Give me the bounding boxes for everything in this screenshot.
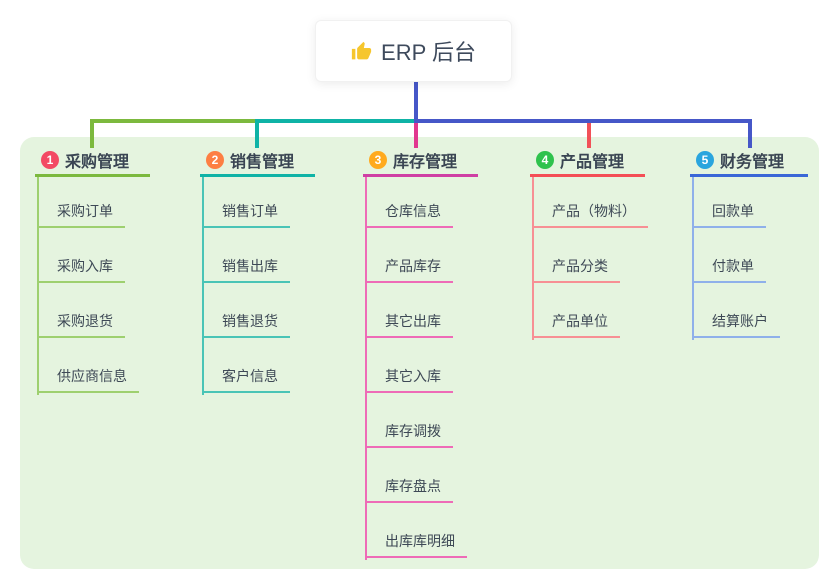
root-title: ERP 后台	[381, 40, 476, 65]
child-node[interactable]: 其它入库	[365, 365, 453, 393]
branch-header-2[interactable]: 2 销售管理	[200, 146, 315, 177]
child-node[interactable]: 付款单	[692, 255, 766, 283]
child-node-label: 出库库明细	[385, 533, 455, 549]
child-node-label: 采购订单	[57, 203, 113, 219]
child-node-label: 采购退货	[57, 313, 113, 329]
branch-badge-4: 4	[536, 151, 554, 169]
branch-label: 财务管理	[720, 154, 785, 171]
child-node[interactable]: 产品（物料）	[532, 200, 648, 228]
branch-trunk-line	[37, 177, 39, 395]
child-node[interactable]: 采购入库	[37, 255, 125, 283]
branches-panel	[20, 137, 819, 569]
child-node[interactable]: 产品分类	[532, 255, 620, 283]
branch-header-1[interactable]: 1 采购管理	[35, 146, 150, 177]
child-node[interactable]: 采购订单	[37, 200, 125, 228]
thumbs-up-icon	[351, 41, 372, 62]
bus-line-green	[90, 119, 259, 123]
branch-header-4[interactable]: 4 产品管理	[530, 146, 645, 177]
child-node-label: 供应商信息	[57, 368, 127, 384]
child-node-label: 销售退货	[222, 313, 278, 329]
child-node[interactable]: 其它出库	[365, 310, 453, 338]
branch-badge-5: 5	[696, 151, 714, 169]
child-node-label: 库存调拨	[385, 423, 441, 439]
branch-drop-line-5	[748, 119, 752, 148]
child-node-label: 库存盘点	[385, 478, 441, 494]
child-node-label: 采购入库	[57, 258, 113, 274]
child-node-label: 产品（物料）	[552, 203, 636, 219]
branch-header-3[interactable]: 3 库存管理	[363, 146, 478, 177]
branch-trunk-line	[365, 177, 367, 560]
branch-drop-line-2	[255, 119, 259, 148]
root-node[interactable]: ERP 后台	[315, 20, 512, 82]
branch-label: 产品管理	[560, 154, 625, 171]
child-node-label: 仓库信息	[385, 203, 441, 219]
child-node-label: 销售订单	[222, 203, 278, 219]
child-node-label: 销售出库	[222, 258, 278, 274]
child-node-label: 回款单	[712, 203, 754, 219]
branch-drop-line-4	[587, 119, 591, 148]
branch-drop-line-3	[414, 119, 418, 148]
child-node-label: 产品分类	[552, 258, 608, 274]
child-node-label: 其它入库	[385, 368, 441, 384]
branch-header-5[interactable]: 5 财务管理	[690, 146, 808, 177]
branch-label: 库存管理	[393, 154, 458, 171]
branch-label: 采购管理	[65, 154, 130, 171]
branch-drop-line-1	[90, 119, 94, 148]
child-node[interactable]: 库存盘点	[365, 475, 453, 503]
child-node[interactable]: 产品单位	[532, 310, 620, 338]
branch-badge-1: 1	[41, 151, 59, 169]
branch-badge-3: 3	[369, 151, 387, 169]
bus-line-blue	[414, 119, 752, 123]
child-node[interactable]: 销售出库	[202, 255, 290, 283]
branch-badge-2: 2	[206, 151, 224, 169]
branch-trunk-line	[532, 177, 534, 340]
child-node[interactable]: 客户信息	[202, 365, 290, 393]
child-node[interactable]: 回款单	[692, 200, 766, 228]
child-node[interactable]: 库存调拨	[365, 420, 453, 448]
child-node-label: 结算账户	[712, 313, 768, 329]
child-node-label: 付款单	[712, 258, 754, 274]
branch-label: 销售管理	[230, 154, 295, 171]
child-node-label: 客户信息	[222, 368, 278, 384]
child-node[interactable]: 产品库存	[365, 255, 453, 283]
child-node[interactable]: 销售订单	[202, 200, 290, 228]
bus-line-teal	[255, 119, 418, 123]
child-node[interactable]: 仓库信息	[365, 200, 453, 228]
child-node-label: 其它出库	[385, 313, 441, 329]
root-connector-line	[414, 82, 418, 123]
child-node[interactable]: 采购退货	[37, 310, 125, 338]
branch-trunk-line	[692, 177, 694, 340]
branch-trunk-line	[202, 177, 204, 395]
child-node[interactable]: 供应商信息	[37, 365, 139, 393]
child-node[interactable]: 结算账户	[692, 310, 780, 338]
child-node-label: 产品单位	[552, 313, 608, 329]
child-node[interactable]: 销售退货	[202, 310, 290, 338]
child-node-label: 产品库存	[385, 258, 441, 274]
child-node[interactable]: 出库库明细	[365, 530, 467, 558]
